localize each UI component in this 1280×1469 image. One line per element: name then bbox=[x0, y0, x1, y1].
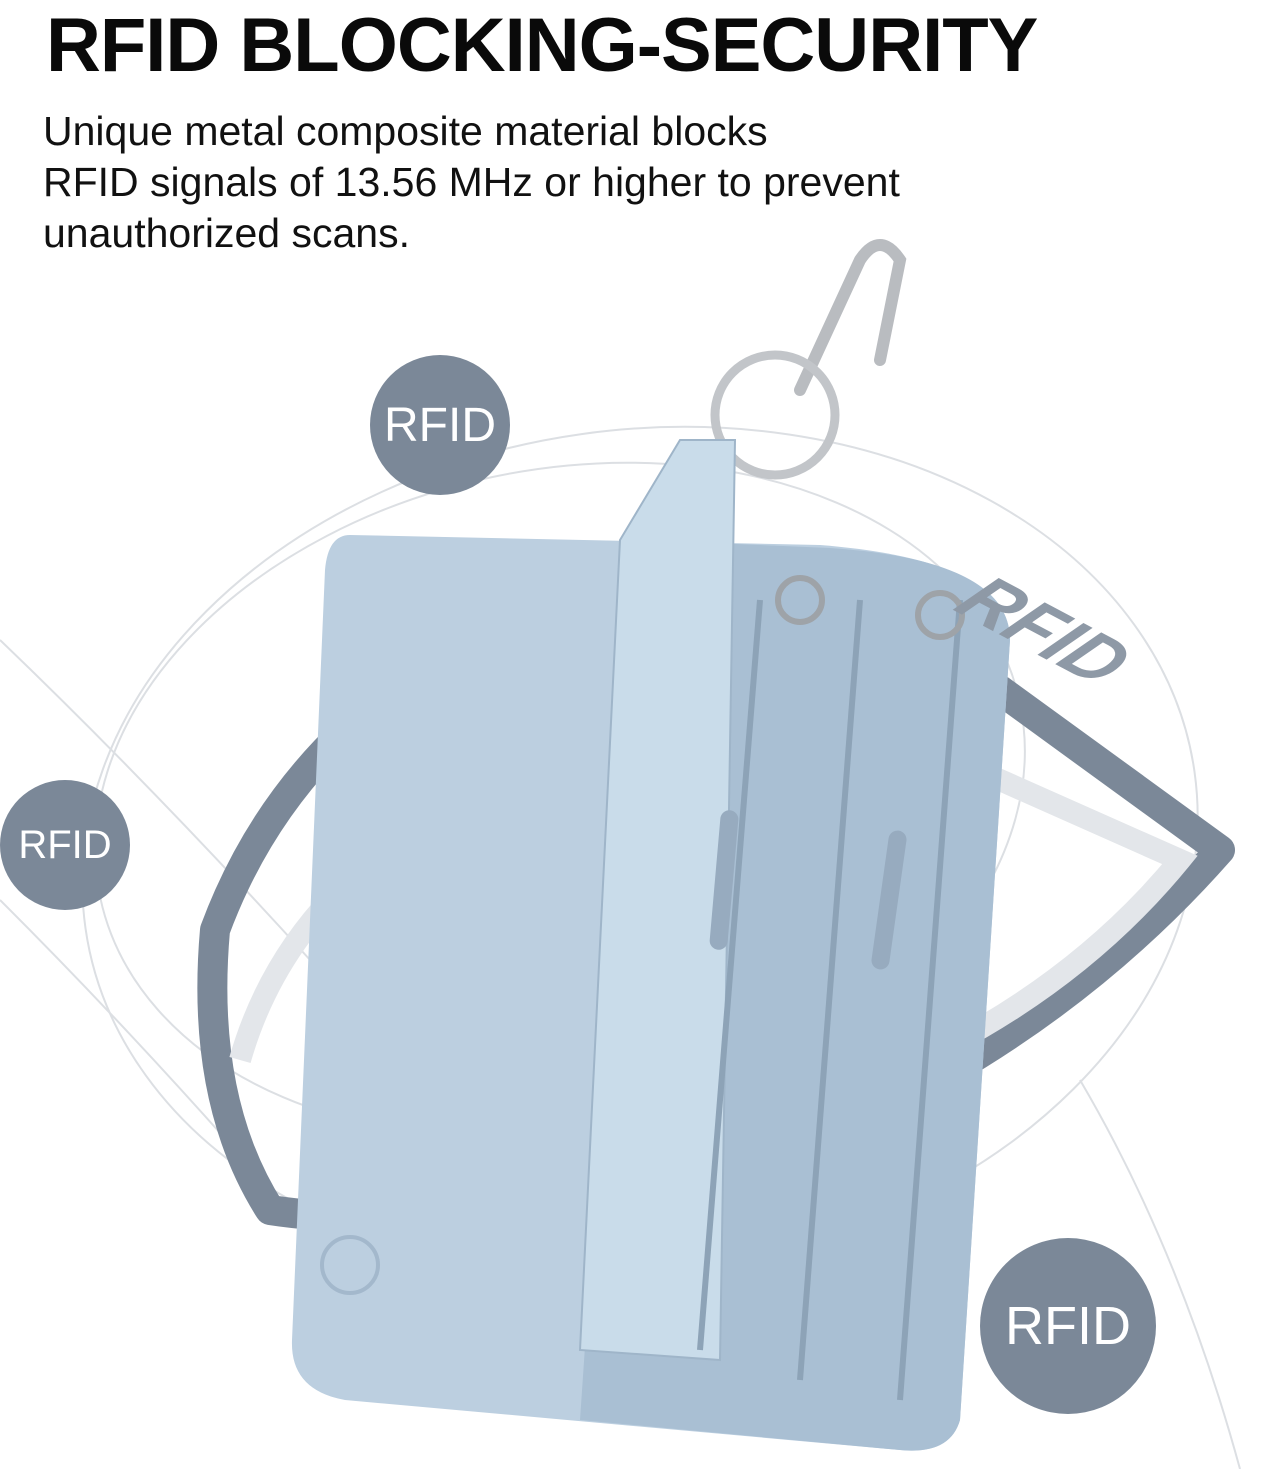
description-line: unauthorized scans. bbox=[43, 210, 410, 256]
rfid-badge: RFID bbox=[370, 355, 510, 495]
rfid-badge-label: RFID bbox=[18, 822, 112, 867]
rfid-badge: RFID bbox=[980, 1238, 1156, 1414]
description-line: RFID signals of 13.56 MHz or higher to p… bbox=[43, 159, 900, 205]
description: Unique metal composite material blocks R… bbox=[43, 106, 900, 259]
rfid-badge-left: RFID bbox=[0, 780, 130, 910]
carabiner-icon bbox=[710, 239, 907, 480]
wallet-icon bbox=[291, 439, 1010, 1451]
rfid-badge-label: RFID bbox=[384, 398, 496, 452]
rfid-badge-label: RFID bbox=[1005, 1296, 1131, 1356]
headline: RFID BLOCKING-SECURITY bbox=[46, 3, 1038, 88]
description-line: Unique metal composite material blocks bbox=[43, 108, 768, 154]
